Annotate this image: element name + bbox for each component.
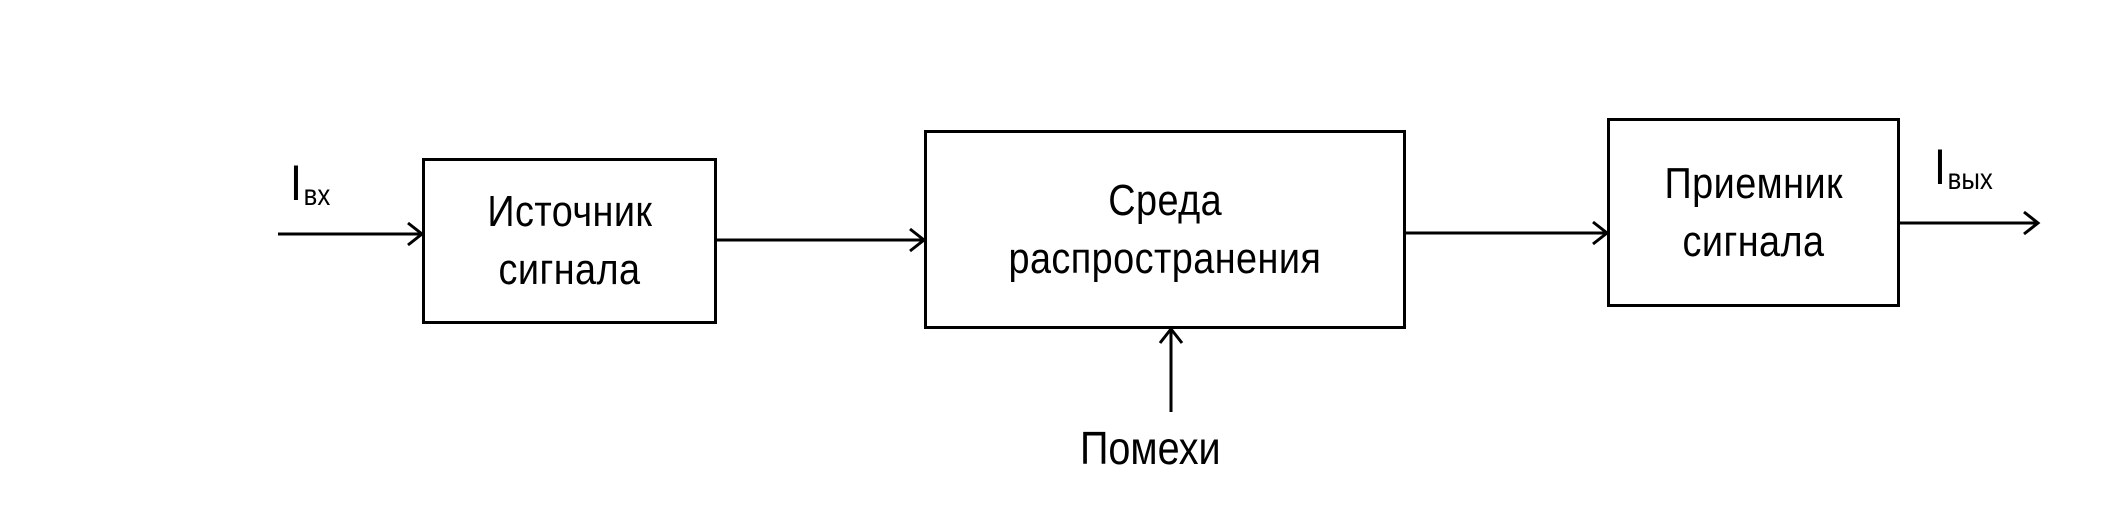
signal-receiver-line2: сигнала: [1682, 216, 1825, 266]
input-symbol: I: [290, 155, 302, 211]
output-subscript: вых: [1947, 162, 1993, 196]
propagation-medium-line2: распространения: [1008, 233, 1322, 283]
noise-label: Помехи: [1080, 422, 1221, 474]
propagation-medium-line1: Среда: [1108, 175, 1222, 225]
signal-source-line2: сигнала: [498, 245, 641, 294]
noise-arrowhead: [1158, 326, 1184, 344]
output-signal-label: Iвых: [1934, 142, 1993, 195]
input-subscript: вх: [303, 178, 331, 212]
input-signal-label: Iвх: [290, 158, 330, 211]
signal-source-line1: Источник: [487, 187, 652, 236]
signal-receiver-block: Приемник сигнала: [1607, 118, 1900, 307]
output-arrowhead: [2023, 210, 2041, 236]
output-symbol: I: [1934, 139, 1946, 195]
signal-source-block: Источник сигнала: [422, 158, 717, 324]
propagation-medium-block: Среда распространения: [924, 130, 1406, 329]
signal-receiver-line1: Приемник: [1664, 158, 1843, 208]
